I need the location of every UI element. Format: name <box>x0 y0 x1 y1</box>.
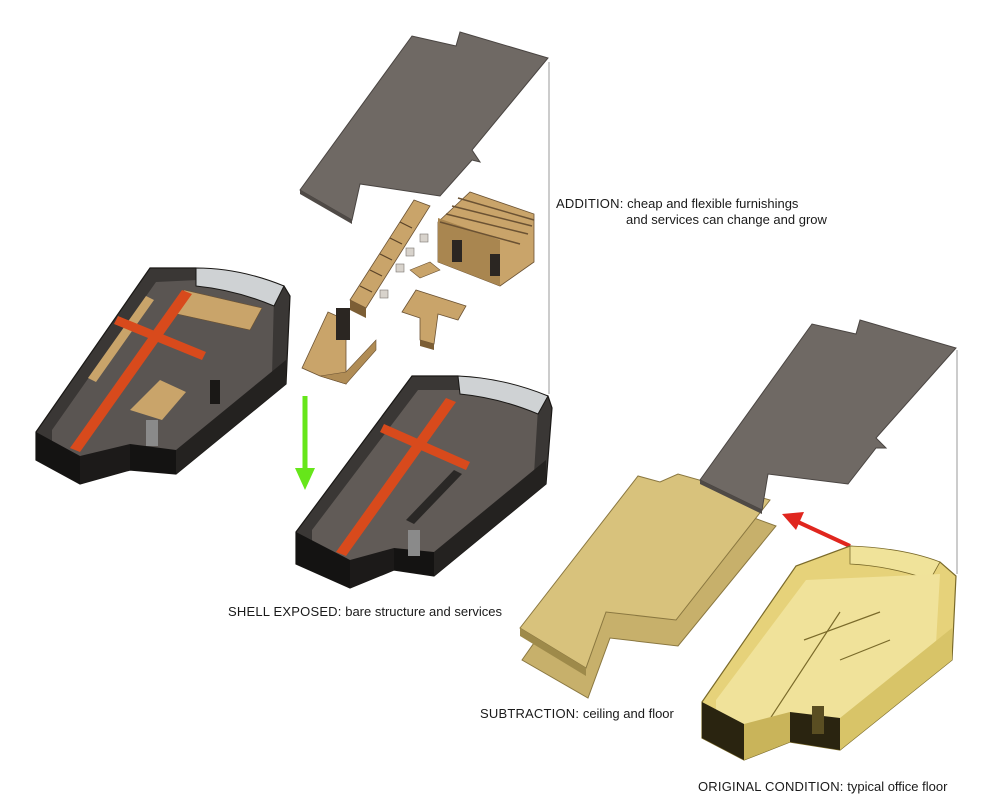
original-condition-model <box>701 545 957 761</box>
addition-line1: cheap and flexible furnishings <box>627 196 799 211</box>
addition-furnishings <box>301 191 535 385</box>
shell-label: SHELL EXPOSED: bare structure and servic… <box>228 604 502 620</box>
addition-label-line2: and services can change and grow <box>626 212 827 228</box>
shell-keyword: SHELL EXPOSED: <box>228 604 342 619</box>
original-text: typical office floor <box>847 779 948 794</box>
addition-line2: and services can change and grow <box>626 212 827 227</box>
addition-keyword: ADDITION: <box>556 196 624 211</box>
subtraction-label: SUBTRACTION: ceiling and floor <box>480 706 674 722</box>
addition-roof-slab <box>299 31 549 224</box>
leader-lines <box>548 62 958 574</box>
original-keyword: ORIGINAL CONDITION: <box>698 779 844 794</box>
addition-label: ADDITION: cheap and flexible furnishings <box>556 196 798 212</box>
subtraction-arrow <box>782 512 851 548</box>
subtraction-slabs <box>519 473 777 699</box>
shell-text: bare structure and services <box>345 604 503 619</box>
subtraction-keyword: SUBTRACTION: <box>480 706 580 721</box>
original-label: ORIGINAL CONDITION: typical office floor <box>698 779 947 795</box>
original-roof-slab <box>699 319 957 514</box>
shell-down-arrow <box>295 396 315 490</box>
assembled-floor-model <box>35 267 291 485</box>
subtraction-text: ceiling and floor <box>582 706 674 721</box>
shell-exposed-model <box>295 375 553 589</box>
